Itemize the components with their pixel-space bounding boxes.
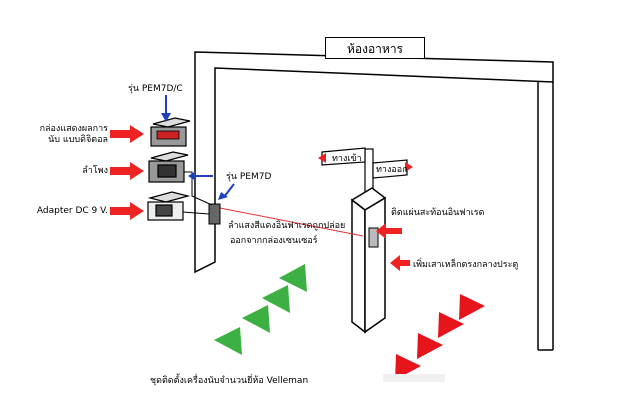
display-box-label: กล่องแสดงผลการนับ แบบดิจิตอล — [39, 124, 108, 145]
adapter-label: Adapter DC 9 V. — [36, 206, 108, 216]
red-triangle-4 — [395, 354, 421, 380]
reflector-label: ติดแผ่นสะท้อนอินฟาเรด — [391, 208, 485, 218]
door-frame — [194, 51, 554, 351]
arrow-adapter — [110, 202, 144, 220]
pointer-sensor — [223, 183, 235, 198]
green-triangle-2 — [262, 285, 290, 313]
room-sign-label: ห้องอาหาร — [346, 42, 403, 56]
model-mid-label: รุ่น PEM7D — [226, 172, 272, 182]
arrow-display — [110, 125, 144, 143]
room-sign: ห้องอาหาร — [325, 37, 425, 59]
adapter-wire — [182, 211, 210, 215]
arrow-reflector — [376, 223, 402, 239]
speaker-wire — [184, 171, 213, 206]
green-triangle-4 — [214, 327, 242, 355]
display-box — [150, 117, 191, 147]
reflector-plate — [368, 227, 379, 248]
green-triangles — [214, 264, 307, 355]
direction-sign — [321, 147, 408, 200]
blue-pointers — [161, 95, 235, 200]
exit-arrow-icon — [405, 162, 413, 172]
door-frame-outline — [194, 51, 554, 274]
sign-exit-board — [372, 159, 408, 179]
speaker-grill-icon — [157, 164, 177, 178]
sign-entry-board — [321, 147, 366, 166]
infrared-beam — [219, 207, 364, 237]
red-triangles — [395, 294, 485, 380]
digital-display — [156, 130, 180, 140]
red-triangle-3 — [417, 333, 443, 359]
arrow-center-post — [390, 255, 410, 271]
green-triangle-1 — [279, 264, 307, 292]
beam-label-line1: ลำแสงสีแดงอินฟาเรดถูกปล่อย — [228, 221, 346, 231]
post-left — [351, 198, 366, 334]
center-post-label: เพิ่มเสาเหล็กตรงกลางประตู — [413, 260, 519, 270]
entry-arrow-icon — [318, 153, 326, 163]
sign-exit-label: ทางออก — [376, 165, 408, 175]
speaker-label: ลำโพง — [82, 166, 108, 176]
sensor-box — [208, 203, 221, 225]
caption-shadow — [383, 374, 445, 382]
arrow-speaker — [110, 162, 144, 180]
red-triangle-1 — [459, 294, 485, 320]
center-post — [350, 187, 387, 334]
caption-label: ชุดติดตั้งเครื่องนับจำนวนยี่ห้อ Velleman — [150, 376, 309, 386]
adapter-plug-icon — [155, 204, 173, 217]
sign-entry-label: ทางเข้า — [332, 153, 362, 164]
green-triangle-3 — [242, 305, 270, 333]
red-triangle-2 — [438, 312, 464, 338]
beam-label-line2: ออกจากกล่องเซนเซอร์ — [230, 236, 318, 246]
model-top-label: รุ่น PEM7D/C — [128, 84, 183, 94]
adapter-box — [147, 191, 191, 221]
speaker-box — [148, 151, 189, 183]
post-front — [364, 196, 386, 334]
red-callout-arrows — [110, 125, 410, 271]
